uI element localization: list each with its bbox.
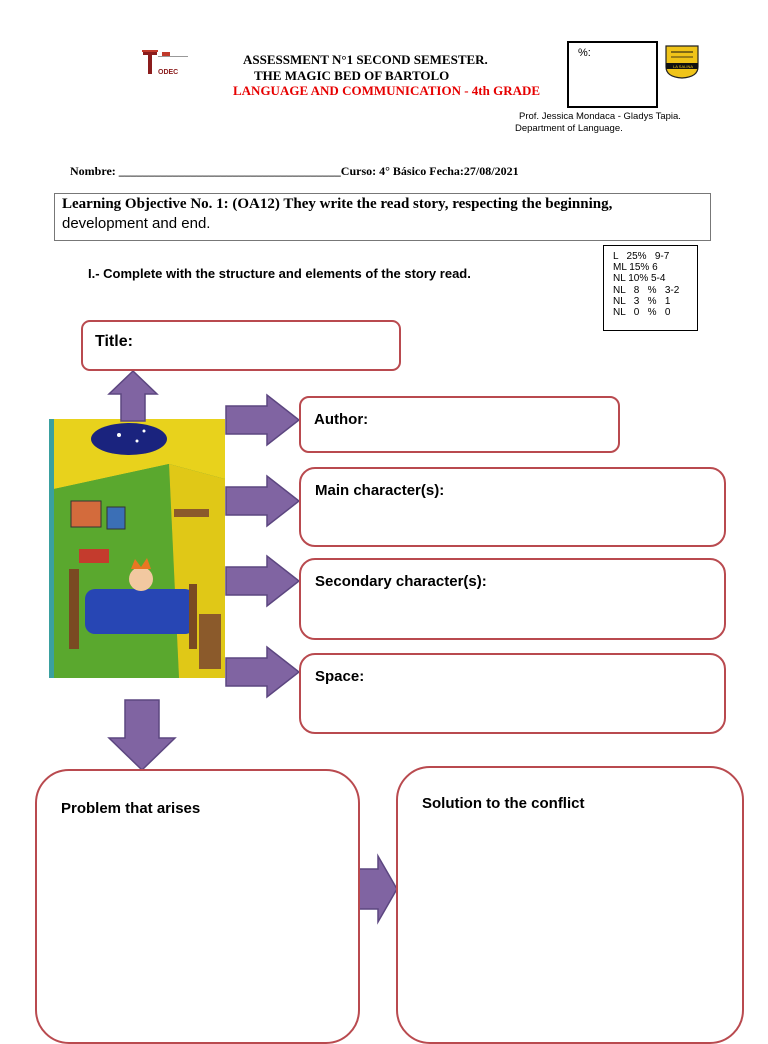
main-characters-label: Main character(s): bbox=[315, 482, 445, 499]
story-illustration bbox=[49, 419, 225, 678]
arrow-right-main-icon bbox=[225, 474, 301, 528]
objective-regular: development and end. bbox=[62, 215, 211, 232]
scale-row: L 25% 9-7 bbox=[613, 251, 670, 262]
solution-label: Solution to the conflict bbox=[422, 795, 585, 812]
score-box: %: bbox=[567, 41, 658, 108]
author-box[interactable]: Author: bbox=[299, 396, 620, 453]
secondary-characters-label: Secondary character(s): bbox=[315, 573, 487, 590]
teachers: Prof. Jessica Mondaca - Gladys Tapia. bbox=[519, 111, 681, 122]
arrow-up-icon bbox=[107, 369, 159, 422]
space-label: Space: bbox=[315, 668, 365, 685]
school-shield-icon bbox=[665, 45, 699, 79]
school-badge: LA SALINA bbox=[665, 45, 699, 79]
author-label: Author: bbox=[314, 411, 369, 428]
arrow-right-author-icon bbox=[225, 393, 301, 447]
objective-bold: Learning Objective No. 1: (OA12) They wr… bbox=[62, 196, 613, 212]
arrow-right-solution-icon bbox=[358, 853, 398, 925]
scale-row: NL 8 % 3-2 bbox=[613, 284, 680, 296]
scale-row: NL 10% 5-4 bbox=[613, 273, 666, 285]
main-characters-box[interactable]: Main character(s): bbox=[299, 467, 726, 547]
odec-logo-icon bbox=[142, 50, 188, 74]
space-box[interactable]: Space: bbox=[299, 653, 726, 734]
course-date: Curso: 4° Básico Fecha:27/08/2021 bbox=[340, 164, 519, 178]
title-box[interactable]: Title: bbox=[81, 320, 401, 371]
scale-row: ML 15% 6 bbox=[613, 262, 658, 274]
learning-objective: Learning Objective No. 1: (OA12) They wr… bbox=[54, 193, 711, 241]
school-logo: ODEC bbox=[140, 48, 190, 84]
name-field[interactable]: _____________________________________ bbox=[118, 164, 341, 178]
name-label: Nombre: bbox=[70, 164, 119, 178]
solution-box[interactable]: Solution to the conflict bbox=[396, 766, 744, 1044]
subject-title: LANGUAGE AND COMMUNICATION - 4th GRADE bbox=[233, 83, 541, 98]
grading-scale: L 25% 9-7 ML 15% 6 NL 10% 5-4 NL 8 % 3-2… bbox=[603, 245, 698, 331]
secondary-characters-box[interactable]: Secondary character(s): bbox=[299, 558, 726, 640]
department: Department of Language. bbox=[515, 123, 623, 134]
arrow-right-space-icon bbox=[225, 645, 301, 699]
score-label: %: bbox=[578, 47, 591, 59]
title-label: Title: bbox=[95, 333, 133, 350]
assessment-title: ASSESSMENT N°1 SECOND SEMESTER. bbox=[243, 52, 488, 67]
story-title: THE MAGIC BED OF BARTOLO bbox=[254, 68, 450, 83]
instruction: I.- Complete with the structure and elem… bbox=[88, 266, 471, 281]
arrow-right-secondary-icon bbox=[225, 554, 301, 608]
problem-box[interactable]: Problem that arises bbox=[35, 769, 360, 1044]
logo-text: ODEC bbox=[158, 69, 179, 76]
school-badge-text: LA SALINA bbox=[673, 64, 694, 69]
problem-label: Problem that arises bbox=[61, 800, 201, 817]
scale-row: NL 0 % 0 bbox=[613, 307, 671, 319]
scale-row: NL 3 % 1 bbox=[613, 295, 671, 307]
arrow-down-icon bbox=[107, 699, 177, 772]
bartolo-bed-illustration bbox=[49, 419, 225, 678]
student-info-line: Nombre: ________________________________… bbox=[70, 164, 519, 179]
